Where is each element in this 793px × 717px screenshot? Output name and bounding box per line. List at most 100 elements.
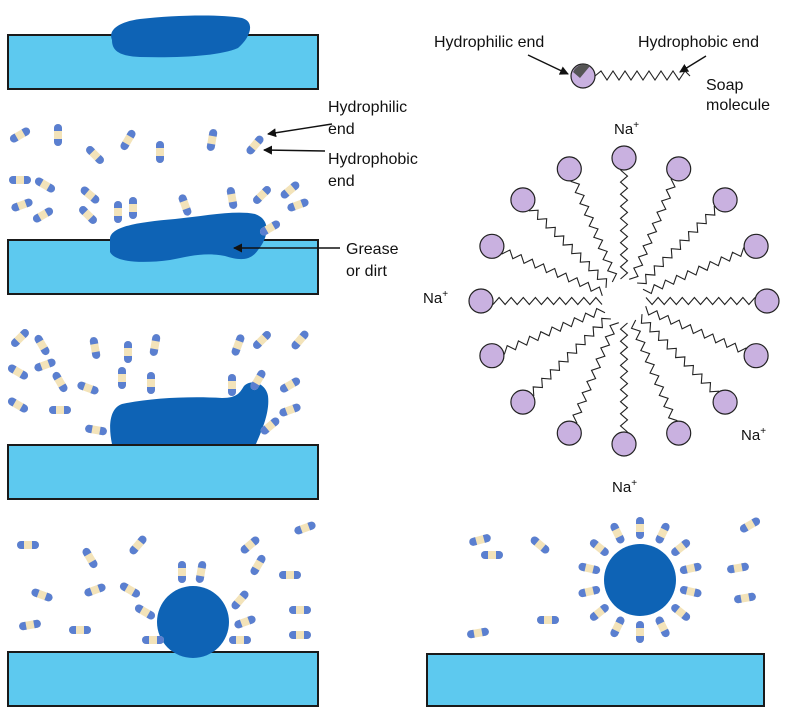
capsule-end bbox=[279, 571, 286, 579]
capsule-head bbox=[178, 561, 186, 568]
capsule-end bbox=[481, 551, 488, 559]
capsule-head bbox=[751, 517, 761, 527]
capsule-head bbox=[90, 194, 100, 204]
capsule-head bbox=[33, 619, 41, 629]
micelle-tail bbox=[630, 319, 678, 422]
capsule-head bbox=[589, 539, 599, 549]
soap-molecule-capsule bbox=[280, 181, 300, 199]
micelle-head bbox=[468, 288, 494, 314]
soap-molecule-capsule bbox=[234, 615, 256, 629]
capsule-end bbox=[7, 397, 17, 407]
capsule-end bbox=[253, 195, 262, 204]
capsule-head bbox=[660, 522, 670, 532]
soap-molecule-capsule bbox=[727, 562, 749, 574]
soap-molecule-capsule bbox=[530, 536, 550, 554]
capsule-end bbox=[636, 532, 644, 539]
capsule-head bbox=[228, 201, 238, 209]
capsule-end bbox=[9, 176, 16, 184]
soap-molecule-capsule bbox=[253, 186, 271, 204]
capsule-end bbox=[727, 564, 735, 574]
soap-molecule-capsule bbox=[120, 129, 136, 151]
capsule-end bbox=[289, 631, 296, 639]
capsule-end bbox=[89, 337, 99, 345]
soap-molecule-capsule bbox=[610, 616, 625, 638]
micelle-tail bbox=[619, 169, 629, 280]
capsule-end bbox=[79, 206, 88, 215]
capsule-end bbox=[592, 565, 601, 574]
soap-molecules-group bbox=[17, 521, 316, 644]
soap-molecule-capsule bbox=[259, 220, 281, 236]
na-ion-bottom: Na+ bbox=[612, 478, 637, 496]
capsule-head bbox=[271, 220, 281, 230]
soap-molecule-capsule bbox=[178, 194, 192, 216]
micelle-head bbox=[743, 233, 769, 259]
soap-molecule-capsule bbox=[537, 616, 559, 624]
soap-molecule-capsule bbox=[86, 146, 104, 164]
capsule-end bbox=[679, 565, 688, 574]
soap-molecule-capsule bbox=[467, 627, 489, 639]
capsule-end bbox=[250, 381, 260, 391]
capsule-head bbox=[44, 592, 53, 602]
soap-molecule-capsule bbox=[7, 397, 29, 413]
label-hydrophilic-left-line2: end bbox=[328, 121, 355, 138]
capsule-end bbox=[279, 407, 288, 417]
capsule-head bbox=[610, 522, 620, 532]
capsule-end bbox=[178, 194, 188, 203]
soap-molecule-capsule bbox=[77, 381, 99, 395]
capsule-head bbox=[610, 628, 620, 638]
label-hydrophilic-end-top: Hydrophilic end bbox=[434, 34, 544, 51]
capsule-head bbox=[636, 517, 644, 524]
soap-molecule-capsule bbox=[636, 517, 644, 539]
soap-molecule-capsule bbox=[240, 536, 260, 554]
capsule-head bbox=[197, 561, 207, 569]
capsule-head bbox=[157, 636, 164, 644]
label-hydrophobic-left-line2: end bbox=[328, 173, 355, 190]
micelle-tail bbox=[501, 249, 603, 296]
micelle-tail bbox=[503, 307, 606, 355]
micelle-tail bbox=[572, 322, 619, 424]
soap-molecule-capsule bbox=[481, 551, 503, 559]
capsule-head bbox=[137, 535, 147, 545]
capsule-end bbox=[599, 546, 609, 556]
label-hydrophilic-left-line1: Hydrophilic bbox=[328, 99, 407, 116]
capsule-end bbox=[49, 406, 56, 414]
micelle-head bbox=[754, 288, 780, 314]
soap-molecule-capsule bbox=[82, 547, 98, 569]
capsule-head bbox=[21, 127, 31, 137]
capsule-end bbox=[467, 629, 475, 639]
soap-molecule-capsule bbox=[291, 330, 309, 350]
capsule-end bbox=[234, 619, 243, 629]
soap-molecule-capsule bbox=[253, 331, 271, 349]
soap-molecule-capsule bbox=[52, 371, 68, 393]
capsule-head bbox=[151, 334, 161, 342]
arrow-hydrophilic-left bbox=[267, 123, 333, 138]
micelle-head bbox=[743, 343, 769, 369]
capsule-head bbox=[47, 358, 56, 368]
capsule-end bbox=[69, 626, 76, 634]
capsule-end bbox=[77, 381, 86, 391]
soap-molecule-capsule bbox=[156, 141, 164, 163]
capsule-head bbox=[228, 389, 236, 396]
soap-molecule-capsule bbox=[636, 621, 644, 643]
soap-molecule-capsule bbox=[655, 616, 670, 638]
capsule-end bbox=[9, 133, 19, 143]
grease-droplet bbox=[157, 586, 229, 658]
micelle-tail bbox=[642, 247, 745, 295]
soap-molecule-capsule bbox=[11, 198, 33, 212]
capsule-head bbox=[270, 417, 280, 427]
soap-molecule-capsule bbox=[287, 198, 309, 212]
soap-molecule-capsule bbox=[129, 197, 137, 219]
soap-molecule-capsule bbox=[228, 374, 236, 396]
capsule-end bbox=[739, 523, 749, 533]
micelle-head bbox=[712, 389, 738, 415]
panel-grease-lifting bbox=[7, 329, 319, 500]
soap-molecule-capsule bbox=[294, 521, 316, 535]
capsule-end bbox=[679, 586, 688, 595]
capsule-head bbox=[291, 377, 301, 387]
soap-molecule-capsule bbox=[32, 207, 54, 223]
label-grease-line2: or dirt bbox=[346, 263, 387, 280]
capsule-head bbox=[254, 135, 264, 145]
capsule-head bbox=[256, 369, 266, 379]
capsule-head bbox=[299, 330, 309, 340]
capsule-end bbox=[142, 636, 149, 644]
